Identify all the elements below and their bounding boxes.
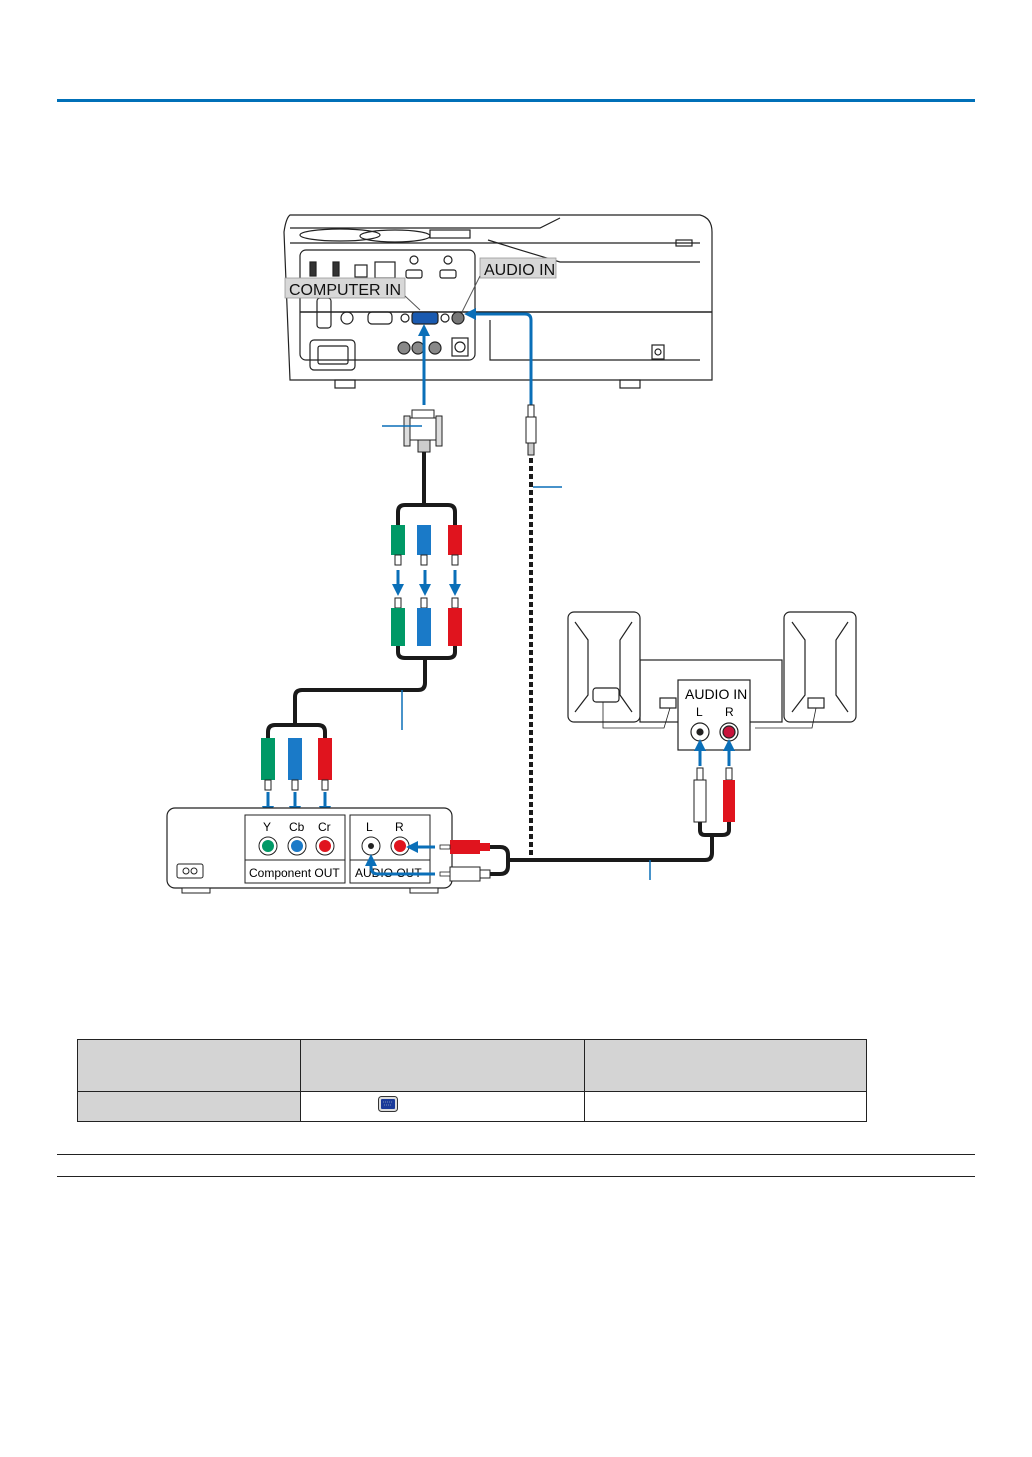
port-cr-label: Cr bbox=[318, 820, 331, 834]
audio-in-label: AUDIO IN bbox=[484, 262, 555, 279]
vga-connector bbox=[403, 409, 443, 453]
note-rule-bottom bbox=[57, 1176, 975, 1177]
connection-diagram: COMPUTER IN AUDIO IN bbox=[166, 214, 857, 894]
component-out-label: Component OUT bbox=[249, 866, 340, 880]
upper-rca-plugs-top bbox=[391, 525, 462, 566]
component-cable-middle bbox=[266, 646, 457, 740]
connection-table bbox=[77, 1039, 867, 1122]
mini-jack-plug bbox=[525, 404, 537, 456]
table-header-cell bbox=[77, 1039, 301, 1092]
audio-in-callout: AUDIO IN bbox=[461, 257, 557, 313]
table-header-row bbox=[77, 1039, 867, 1092]
speaker-audio-in-label: AUDIO IN bbox=[685, 686, 747, 702]
audio-cable bbox=[490, 822, 731, 876]
computer-in-callout: COMPUTER IN bbox=[284, 277, 421, 311]
audio-out-port-l-label: L bbox=[366, 820, 373, 834]
note-rule-top bbox=[57, 1154, 975, 1155]
speaker-port-r-label: R bbox=[725, 705, 734, 719]
table-cell bbox=[300, 1091, 585, 1122]
upper-rca-plugs-bottom bbox=[391, 597, 462, 646]
port-cb-label: Cb bbox=[289, 820, 305, 834]
header-rule bbox=[57, 99, 975, 102]
audio-out-port-r-label: R bbox=[395, 820, 404, 834]
dvd-audio-l-arrow bbox=[365, 854, 435, 876]
dvd-audio-plugs bbox=[439, 840, 491, 882]
lower-rca-plugs bbox=[261, 738, 332, 791]
table-header-cell bbox=[300, 1039, 585, 1092]
table-row bbox=[77, 1091, 867, 1122]
audio-arrow bbox=[464, 308, 533, 405]
table-cell bbox=[77, 1091, 301, 1122]
speakers bbox=[567, 611, 857, 751]
speaker-port-l-label: L bbox=[696, 705, 703, 719]
port-y-label: Y bbox=[263, 820, 271, 834]
table-header-cell bbox=[584, 1039, 867, 1092]
computer-in-label: COMPUTER IN bbox=[289, 282, 401, 299]
table-cell bbox=[584, 1091, 867, 1122]
projector bbox=[283, 214, 713, 389]
vga-port-icon bbox=[378, 1096, 398, 1117]
dvd-player bbox=[166, 807, 453, 894]
component-cable-upper bbox=[396, 452, 457, 530]
speaker-rca-plugs bbox=[693, 767, 735, 823]
rca-down-arrows-upper bbox=[392, 570, 461, 596]
